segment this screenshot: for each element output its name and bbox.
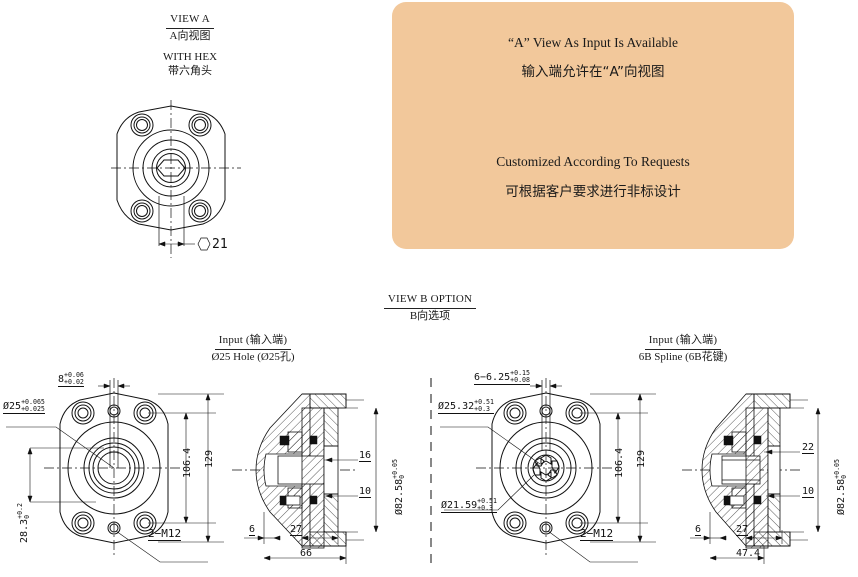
view-a-title-en: VIEW A	[166, 13, 214, 29]
left-option-header: Input (输入端) Ø25 Hole (Ø25孔)	[168, 329, 338, 365]
right-front-view	[440, 378, 656, 563]
right-pcd-dim: 106.4	[614, 447, 625, 478]
view-a-subtitle-block: WITH HEX 带六角头	[120, 50, 260, 79]
right-flange-thickness-dim: 6	[695, 524, 702, 536]
left-shaft-length-dim: 16	[359, 450, 372, 462]
view-a-subtitle-cn: 带六角头	[168, 65, 212, 78]
left-key-width-tol-up: +0.06	[64, 371, 84, 379]
left-key-width-tol-lo: +0.02	[64, 377, 84, 386]
left-bore-tol-lo: +0.025	[21, 404, 45, 413]
right-overall-dim: 129	[636, 449, 647, 468]
view-a-title-cn: A向视图	[169, 29, 211, 42]
right-mid-dim: 27	[736, 524, 749, 536]
note-line1-cn: 输入端允许在“A”向视图	[521, 64, 665, 80]
note-callout-box: “A” View As Input Is Available 输入端允许在“A”…	[392, 2, 794, 249]
left-bore-tol-up: +0.065	[21, 398, 45, 406]
right-pilot-dia-tol-lo: 0	[840, 474, 848, 479]
left-total-length-dim: 66	[300, 548, 313, 559]
right-major-dia-dim: Ø25.32+0.51+0.3	[438, 398, 494, 414]
section-divider	[429, 378, 433, 570]
left-pcd-dim: 106.4	[182, 447, 193, 478]
view-b-title-cn: B向选项	[409, 309, 451, 322]
right-minor-dia-dim: Ø21.59+0.51+0.3	[441, 497, 497, 513]
left-pilot-dia-tol-lo: 0	[398, 474, 406, 479]
view-b-title-block: VIEW B OPTION B向选项	[360, 288, 500, 324]
right-minor-tol-up: +0.51	[477, 497, 497, 505]
left-bore-dim: Ø25+0.065+0.025	[3, 398, 45, 414]
right-major-tol-up: +0.51	[474, 398, 494, 406]
left-section-view	[232, 392, 406, 567]
right-total-length-dim: 47.4	[736, 548, 761, 559]
right-section-view	[682, 392, 856, 567]
left-option-header-cn: Ø25 Hole (Ø25孔)	[211, 350, 295, 363]
left-mid-dim: 27	[290, 524, 303, 536]
right-shaft-length-dim: 22	[802, 442, 815, 454]
left-overall-dim: 129	[204, 449, 215, 468]
note-line2-en: Customized According To Requests	[496, 154, 690, 169]
note-line2-cn: 可根据客户要求进行非标设计	[505, 184, 681, 200]
left-pilot-length-dim: 10	[359, 486, 372, 498]
left-flange-thickness-dim: 6	[249, 524, 256, 536]
left-key-width-dim: 8+0.06+0.02	[58, 371, 84, 387]
view-a-subtitle-en: WITH HEX	[162, 51, 218, 63]
left-key-depth-tol-lo: 0	[23, 514, 31, 519]
right-thread-callout: 2−M12	[580, 527, 614, 541]
view-a-drawing	[95, 100, 295, 260]
right-spline-tol-up: +0.15	[510, 369, 530, 377]
left-option-header-en: Input (输入端)	[214, 334, 292, 350]
view-a-title-block: VIEW A A向视图	[120, 8, 260, 44]
right-spline-teeth-dim: 6−6.25+0.15+0.08	[474, 369, 530, 385]
right-major-tol-lo: +0.3	[474, 404, 491, 413]
right-option-header: Input (输入端) 6B Spline (6B花键)	[598, 329, 768, 365]
right-minor-tol-lo: +0.3	[477, 503, 494, 512]
right-option-header-cn: 6B Spline (6B花键)	[638, 350, 728, 363]
note-line1-en: “A” View As Input Is Available	[507, 35, 679, 50]
view-b-title-en: VIEW B OPTION	[383, 293, 477, 309]
right-pilot-length-dim: 10	[802, 486, 815, 498]
left-thread-callout: 2−M12	[148, 527, 182, 541]
left-front-view	[6, 378, 224, 563]
view-a-hex-dimension: 21	[212, 237, 228, 252]
right-option-header-en: Input (输入端)	[644, 334, 722, 350]
right-spline-tol-lo: +0.08	[510, 375, 530, 384]
